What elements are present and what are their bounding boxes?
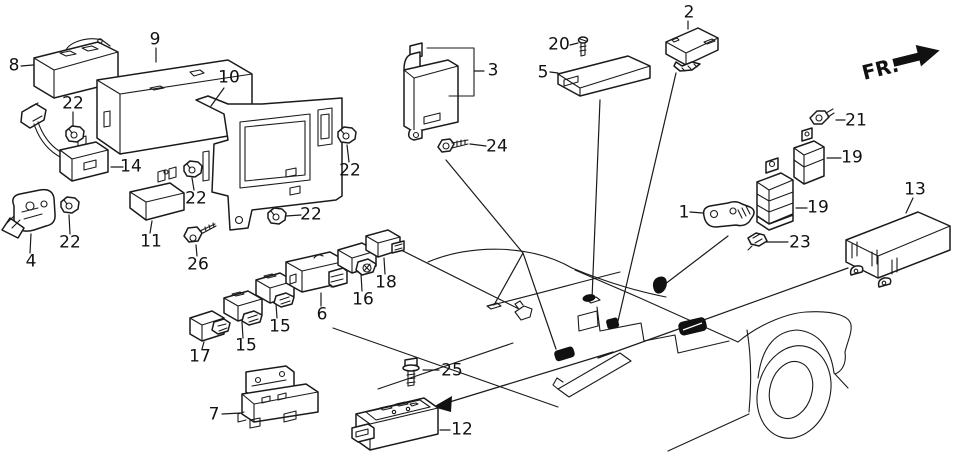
callout-ref-2322: 23	[789, 232, 811, 253]
part-18-relay	[365, 229, 405, 258]
callout-ref-2413: 24	[486, 136, 508, 157]
leader-lines	[394, 72, 849, 412]
part-17-relay	[189, 310, 231, 342]
callout-ref-225: 22	[185, 188, 207, 209]
mount-tab-2	[486, 302, 502, 310]
fr-direction	[892, 44, 940, 67]
part-23-clip	[747, 232, 768, 251]
part-13-control-unit	[845, 211, 951, 288]
part-1-bracket-plate	[702, 200, 755, 228]
callout-ref-1320: 13	[904, 179, 926, 200]
part-7-unit-with-bracket	[237, 365, 319, 429]
callout-connector-lines	[20, 20, 914, 431]
part-12-fuse-relay-box	[351, 397, 439, 451]
part-25-flange-bolt	[402, 357, 420, 387]
mount-point-b	[606, 317, 620, 330]
part-15-relay-b	[255, 272, 295, 308]
mount-box-outline	[577, 310, 599, 332]
mount-point-e	[554, 346, 575, 362]
part-24-bolt	[437, 138, 469, 153]
callout-ref-1828: 18	[375, 272, 397, 293]
part-2-relay-unit	[665, 27, 719, 72]
callout-ref-226: 22	[300, 204, 322, 225]
part-10-mounting-bracket	[195, 95, 343, 231]
car-body-outline	[332, 248, 852, 452]
mount-point-c	[652, 276, 667, 294]
callout-ref-2530: 25	[441, 360, 463, 381]
part-11-relay-box	[129, 166, 185, 221]
callout-ref-216: 2	[683, 2, 695, 23]
callout-ref-515: 5	[537, 62, 549, 83]
part-6-relay-box-wide	[285, 251, 348, 293]
mount-point-a	[582, 294, 596, 302]
callout-ref-1918: 19	[841, 147, 863, 168]
fr-label: FR.	[859, 53, 901, 85]
callout-ref-1919: 19	[807, 197, 829, 218]
callout-ref-1525: 15	[269, 316, 291, 337]
callout-ref-2117: 21	[845, 110, 867, 131]
callout-ref-91: 9	[149, 29, 161, 50]
front-wheel-outer	[756, 345, 832, 439]
front-wheel-inner	[768, 360, 814, 420]
callout-ref-312: 3	[487, 60, 499, 81]
part-5-flat-module	[557, 55, 651, 97]
callout-ref-1627: 16	[352, 289, 374, 310]
callout-ref-1723: 17	[189, 346, 211, 367]
floor-console	[557, 352, 632, 398]
part-14-unit-with-wire	[20, 102, 109, 182]
callout-ref-2014: 20	[548, 34, 570, 55]
callout-ref-1524: 15	[235, 335, 257, 356]
callout-ref-119: 11	[140, 231, 162, 252]
part-3-control-unit	[403, 42, 475, 141]
callout-ref-222: 22	[62, 93, 84, 114]
part-19-relay-upper	[793, 127, 825, 185]
callout-ref-729: 7	[208, 404, 220, 425]
callout-ref-1231: 12	[451, 419, 473, 440]
callout-ref-104: 10	[218, 67, 240, 88]
callout-ref-626: 6	[316, 304, 328, 325]
part-26-hex-bolt	[183, 222, 217, 243]
part-20-screw	[577, 36, 589, 57]
callout-ref-410: 4	[25, 251, 37, 272]
callout-ref-80: 8	[8, 55, 20, 76]
part-19-relay-lower	[756, 157, 794, 231]
mount-clip	[514, 305, 533, 321]
callout-ref-268: 26	[187, 254, 209, 275]
callout-ref-2211: 22	[59, 232, 81, 253]
fr-arrow-icon	[892, 44, 940, 67]
part-15-relay-a	[223, 290, 263, 326]
callout-ref-121: 1	[678, 202, 690, 223]
part-22-grommets	[60, 125, 357, 225]
callout-ref-227: 22	[339, 160, 361, 181]
part-4-sensor-bracket	[1, 188, 56, 239]
callout-ref-143: 14	[120, 156, 142, 177]
part-21-small-bolt	[809, 108, 835, 125]
